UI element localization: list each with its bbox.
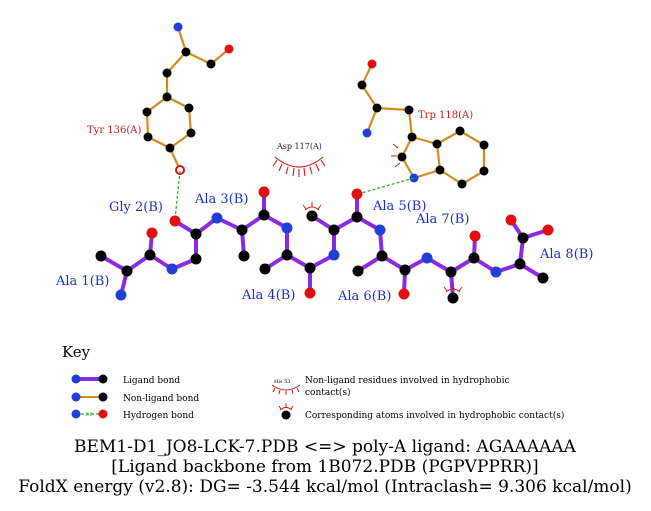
ligand-label-ala1: Ala 1(B) [55, 274, 109, 289]
key-example-residue: His 53 [274, 379, 290, 385]
key-nonligand-bond-sample [71, 392, 108, 402]
ligand-label-ala8: Ala 8(B) [539, 247, 593, 262]
ligand-label-ala3: Ala 3(B) [194, 192, 248, 207]
trp118-residue [361, 63, 486, 185]
key-hydrophobic-residues-label: Non-ligand residues involved in hydropho… [305, 376, 512, 398]
ligand-labels: Ala 1(B) Gly 2(B) Ala 3(B) Ala 4(B) Ala … [55, 192, 593, 304]
asp117-hydrophobic-arc [272, 156, 326, 177]
key-hydrogen-bond-label: Hydrogen bond [123, 411, 194, 421]
trp118-label: Trp 118(A) [418, 110, 473, 121]
ligand-label-gly2: Gly 2(B) [109, 200, 163, 215]
key-hbond-distance: 3.0 [85, 412, 93, 418]
key-nonligand-bond-label: Non-ligand bond [123, 394, 199, 404]
ligand-label-ala6: Ala 6(B) [337, 289, 391, 304]
caption-line2: [Ligand backbone from 1B072.PDB (PGPVPPR… [111, 457, 538, 477]
ligand-label-ala5: Ala 5(B) [372, 199, 426, 214]
ligand-label-ala7: Ala 7(B) [415, 212, 469, 227]
ligand-bonds [99, 190, 550, 300]
key-hydrophobic-residue-sample [271, 384, 301, 395]
key-hydrophobic-atom-sample [278, 403, 294, 420]
key-ligand-bond-sample [71, 374, 108, 384]
trp118-atoms [357, 59, 489, 189]
key-hydrophobic-atoms-label: Corresponding atoms involved in hydropho… [305, 410, 564, 421]
key-legend: Key Ligand bond Non-ligand bond 3.0 Hydr… [62, 343, 564, 421]
hydrogen-bonds [174, 170, 415, 220]
caption-line3: FoldX energy (v2.8): DG= -3.544 kcal/mol… [18, 477, 631, 497]
ligand-atoms [95, 186, 554, 304]
asp117-label: Asp 117(A) [276, 142, 322, 151]
key-ligand-bond-label: Ligand bond [123, 376, 180, 386]
key-hydrophobic-residues-line1: Non-ligand residues involved in hydropho… [305, 376, 510, 386]
ligand-hydrophobic-marks [302, 202, 463, 293]
tyr136-label: Tyr 136(A) [87, 125, 141, 136]
key-title: Key [62, 343, 91, 361]
trp118-hydrophobic-arc [391, 143, 401, 168]
key-hydrogen-bond-sample: 3.0 [71, 409, 108, 419]
caption-line1: BEM1-D1_JO8-LCK-7.PDB <=> poly-A ligand:… [74, 437, 577, 457]
ligand-label-ala4: Ala 4(B) [241, 288, 295, 303]
tyr136-atoms [142, 22, 234, 175]
caption: BEM1-D1_JO8-LCK-7.PDB <=> poly-A ligand:… [18, 437, 631, 497]
key-hydrophobic-residues-line2: contact(s) [305, 387, 351, 398]
